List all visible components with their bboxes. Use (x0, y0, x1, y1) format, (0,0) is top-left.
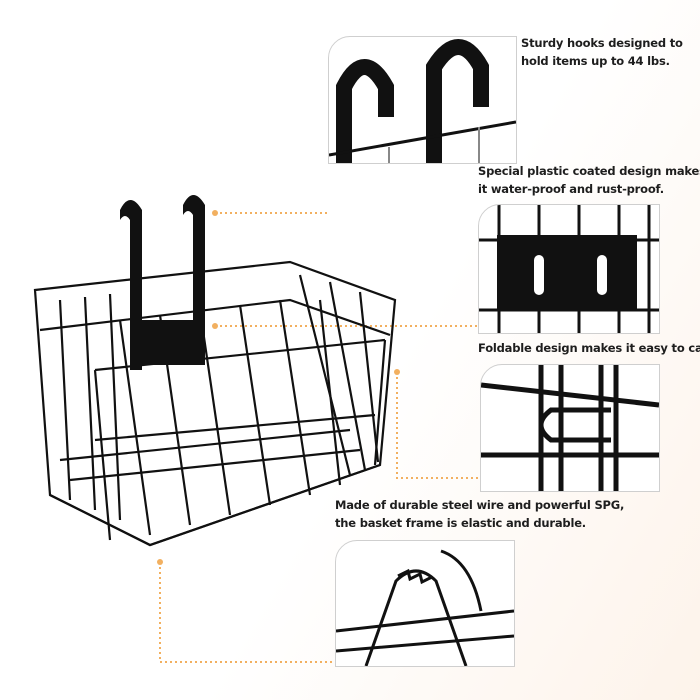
caption-hooks: Sturdy hooks designed to hold items up t… (521, 36, 683, 68)
caption-coating: Special plastic coated design makes it w… (478, 164, 700, 196)
plate-closeup-image (479, 205, 659, 333)
caption-steel: Made of durable steel wire and powerful … (335, 498, 625, 530)
hook-closeup-image (329, 39, 516, 163)
spring-closeup-image (336, 549, 514, 666)
detail-panel-spring (335, 540, 515, 667)
detail-panel-hooks (328, 36, 517, 164)
caption-foldable: Foldable design makes it easy to carry. (478, 341, 700, 355)
detail-panel-foldable (480, 364, 660, 492)
detail-panel-coating (478, 204, 660, 334)
hinge-closeup-image (481, 365, 659, 491)
